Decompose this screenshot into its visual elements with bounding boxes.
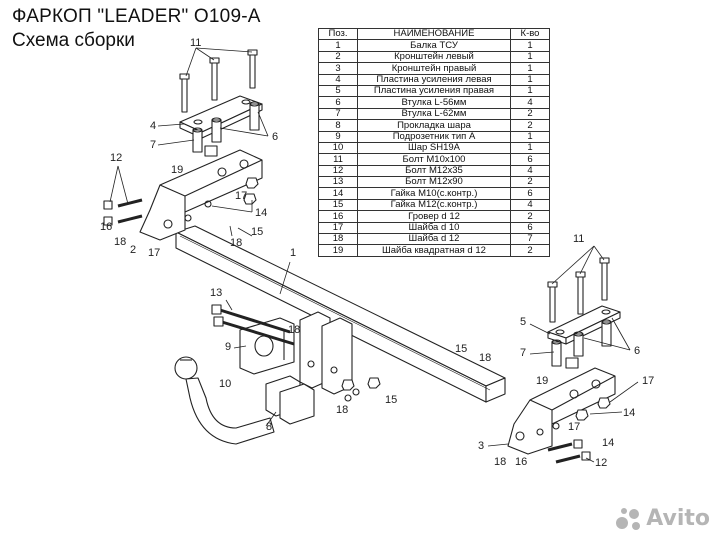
right-nuts	[536, 397, 611, 436]
left-sleeves	[192, 101, 260, 153]
center-long-bolts	[211, 304, 295, 346]
ball-spacers	[265, 375, 315, 425]
callout-label: 10	[219, 378, 231, 390]
callout-label: 7	[520, 347, 526, 359]
left-square-washer	[204, 145, 218, 157]
callout-label: 3	[478, 440, 484, 452]
right-side-bolts	[547, 439, 591, 464]
diagram-subtitle: Схема сборки	[12, 30, 135, 51]
callout-label: 18	[336, 404, 348, 416]
diagram-title: ФАРКОП "LEADER" О109-А	[12, 6, 261, 27]
callout-label: 18	[288, 324, 300, 336]
part-quantity: 2	[510, 244, 550, 257]
left-nuts	[184, 177, 259, 222]
leader-lines	[109, 47, 639, 463]
callout-label: 7	[150, 139, 156, 151]
left-side-bolts	[103, 198, 143, 226]
left-bolts	[179, 49, 258, 113]
callout-label: 18	[230, 237, 242, 249]
part-position: 19	[318, 244, 358, 257]
socket-plate	[239, 317, 295, 375]
col-qty: К-во	[510, 27, 550, 41]
col-position: Поз.	[318, 27, 358, 41]
callout-label: 14	[623, 407, 635, 419]
part-name: Балка ТСУ	[357, 39, 511, 52]
callout-label: 17	[235, 190, 247, 202]
callout-label: 18	[479, 352, 491, 364]
tow-ball	[174, 356, 275, 445]
callout-label: 17	[148, 247, 160, 259]
ball-mount-plates	[299, 311, 353, 395]
callout-label: 15	[251, 226, 263, 238]
part-quantity: 1	[510, 50, 550, 64]
callout-label: 5	[520, 316, 526, 328]
callout-label: 9	[225, 341, 231, 353]
callout-label: 17	[642, 375, 654, 387]
callout-label: 19	[171, 164, 183, 176]
col-name: НАИМЕНОВАНИЕ	[357, 27, 511, 41]
callout-label: 17	[568, 421, 580, 433]
callout-label: 1	[290, 247, 296, 259]
callout-label: 13	[210, 287, 222, 299]
parts-table-header: Поз. НАИМЕНОВАНИЕ К-во	[318, 27, 550, 41]
callout-label: 11	[573, 233, 584, 245]
left-bracket	[139, 149, 263, 241]
center-nuts	[341, 377, 381, 402]
avito-brand-text: Avito	[646, 506, 710, 531]
callout-label: 16	[100, 221, 112, 233]
part-quantity: 1	[510, 39, 550, 52]
callout-label: 12	[595, 457, 607, 469]
callout-label: 14	[255, 207, 267, 219]
callout-label: 4	[150, 120, 156, 132]
callout-label: 12	[110, 152, 122, 164]
right-square-washer	[565, 357, 579, 369]
callout-label: 6	[272, 131, 278, 143]
callout-label: 18	[494, 456, 506, 468]
callout-label: 11	[190, 37, 201, 49]
callout-label: 2	[130, 244, 136, 256]
avito-watermark: Avito	[614, 506, 710, 532]
callout-label: 6	[634, 345, 640, 357]
callout-label: 14	[602, 437, 614, 449]
callout-label: 15	[385, 394, 397, 406]
callout-label: 15	[455, 343, 467, 355]
right-bolts	[547, 257, 610, 323]
callout-label: 18	[114, 236, 126, 248]
tow-beam	[175, 225, 506, 403]
avito-logo-icon	[614, 506, 644, 532]
right-sleeves	[551, 319, 612, 367]
callout-label: 8	[266, 421, 272, 433]
callout-label: 19	[536, 375, 548, 387]
part-position: 2	[318, 50, 358, 64]
right-bracket	[507, 367, 616, 455]
callout-label: 16	[515, 456, 527, 468]
